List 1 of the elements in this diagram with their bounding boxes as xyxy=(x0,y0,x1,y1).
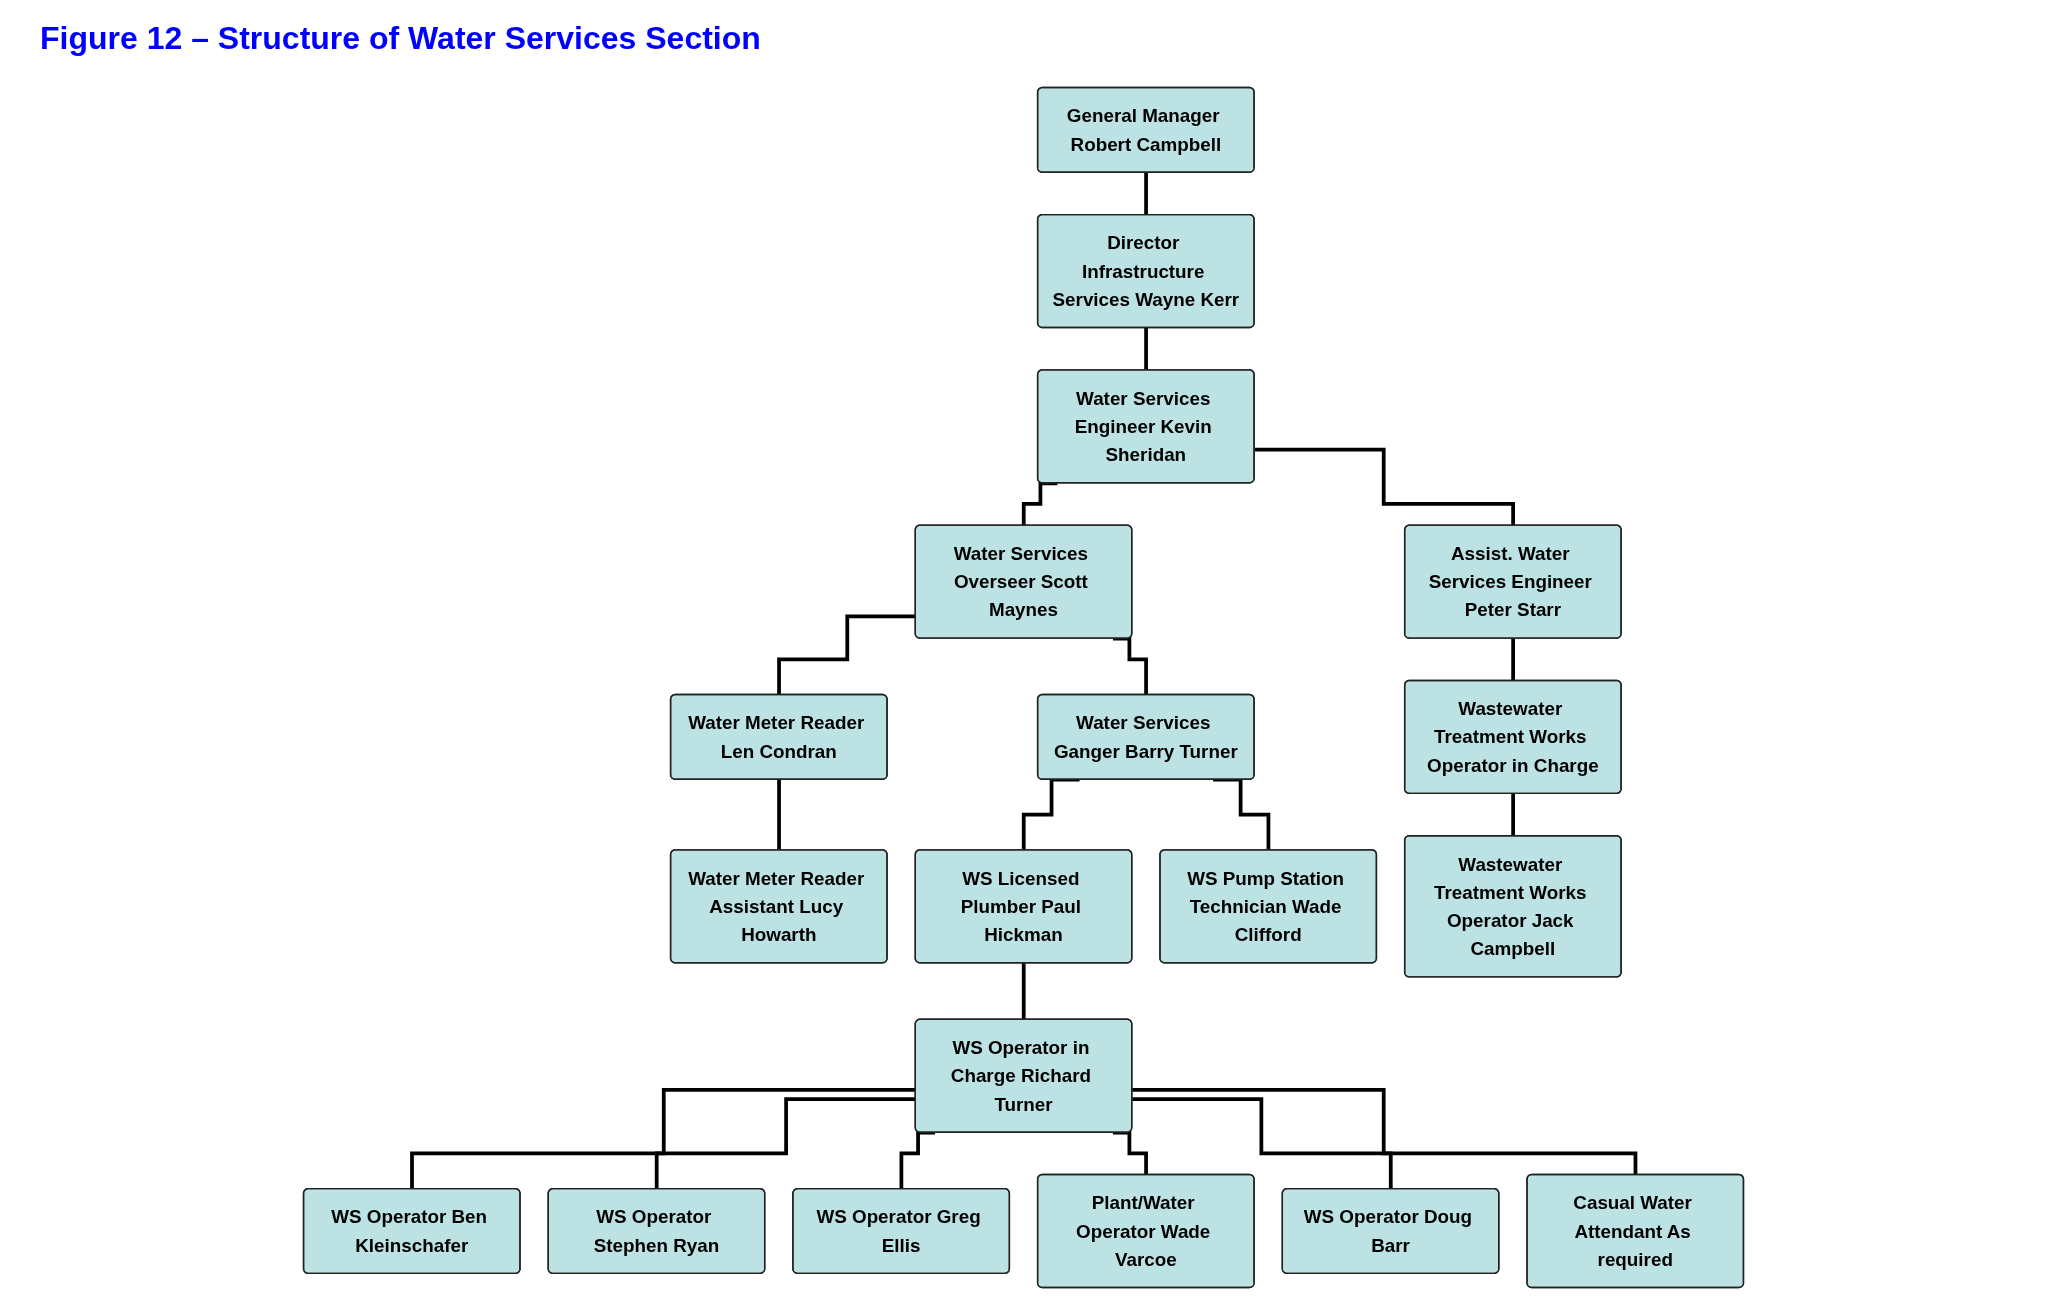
figure-title: Figure 12 – Structure of Water Services Section xyxy=(40,20,761,57)
